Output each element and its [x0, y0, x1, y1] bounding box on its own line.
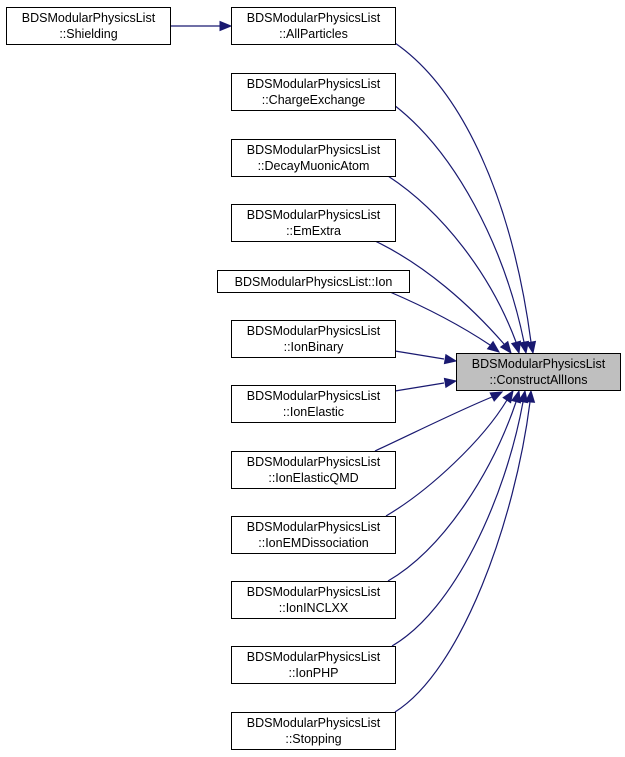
edge-decaymuonicatom-to-constructallions [387, 175, 522, 355]
edge-line [374, 240, 505, 345]
arrowhead-icon [525, 340, 537, 355]
edge-shielding-to-allparticles [170, 20, 233, 32]
node-box [231, 7, 396, 45]
node-label-class: BDSModularPhysicsList [247, 716, 381, 730]
node-ion[interactable]: BDSModularPhysicsList::Ion [217, 270, 410, 293]
node-label-method: ::AllParticles [279, 27, 348, 41]
arrowhead-icon [443, 353, 458, 365]
edge-ionphp-to-constructallions [391, 389, 529, 647]
node-ionelasticqmd[interactable]: BDSModularPhysicsList::IonElasticQMD [231, 451, 396, 489]
node-allparticles[interactable]: BDSModularPhysicsList::AllParticles [231, 7, 396, 45]
node-ionelastic[interactable]: BDSModularPhysicsList::IonElastic [231, 385, 396, 423]
node-label-method: ::IonINCLXX [279, 601, 349, 615]
edge-line [387, 175, 517, 343]
edge-ioninclxx-to-constructallions [387, 389, 522, 582]
node-ionemdissociation[interactable]: BDSModularPhysicsList::IonEMDissociation [231, 516, 396, 554]
node-emextra[interactable]: BDSModularPhysicsList::EmExtra [231, 204, 396, 242]
node-box [231, 204, 396, 242]
arrowhead-icon [510, 389, 522, 404]
node-label: BDSModularPhysicsList::Ion [235, 275, 393, 289]
edge-chargeexchange-to-constructallions [393, 104, 530, 355]
node-box [231, 451, 396, 489]
node-box [231, 385, 396, 423]
node-label-class: BDSModularPhysicsList [247, 455, 381, 469]
node-label-class: BDSModularPhysicsList [247, 324, 381, 338]
edge-ion-to-constructallions [389, 291, 501, 353]
nodes-layer: BDSModularPhysicsList::ShieldingBDSModul… [6, 7, 621, 750]
edge-line [391, 401, 524, 647]
node-label-method: ::IonElasticQMD [268, 471, 358, 485]
edge-stopping-to-constructallions [394, 389, 536, 713]
node-box [231, 646, 396, 684]
node-box [217, 270, 410, 293]
edge-allparticles-to-constructallions [394, 42, 537, 355]
edge-ionelastic-to-constructallions [394, 377, 458, 392]
node-box [231, 320, 396, 358]
node-stopping[interactable]: BDSModularPhysicsList::Stopping [231, 712, 396, 750]
node-label-method: ::IonElastic [283, 405, 344, 419]
edge-line [394, 401, 531, 713]
node-label-method: ::ConstructAllIons [490, 373, 588, 387]
edge-ionemdissociation-to-constructallions [385, 389, 514, 517]
node-decaymuonicatom[interactable]: BDSModularPhysicsList::DecayMuonicAtom [231, 139, 396, 177]
node-ionphp[interactable]: BDSModularPhysicsList::IonPHP [231, 646, 396, 684]
edge-line [389, 291, 491, 346]
arrowhead-icon [524, 389, 536, 403]
node-ioninclxx[interactable]: BDSModularPhysicsList::IonINCLXX [231, 581, 396, 619]
node-shielding[interactable]: BDSModularPhysicsList::Shielding [6, 7, 171, 45]
node-box [231, 712, 396, 750]
edge-ionbinary-to-constructallions [394, 350, 458, 365]
node-box [231, 581, 396, 619]
arrowhead-icon [510, 340, 522, 355]
edge-line [393, 104, 525, 343]
arrowhead-icon [502, 389, 514, 404]
arrowhead-icon [517, 389, 529, 404]
arrowhead-icon [489, 391, 504, 402]
node-chargeexchange[interactable]: BDSModularPhysicsList::ChargeExchange [231, 73, 396, 111]
node-label-method: ::Stopping [285, 732, 341, 746]
node-label-method: ::EmExtra [286, 224, 341, 238]
node-label-method: ::IonBinary [284, 340, 345, 354]
node-label-class: BDSModularPhysicsList [247, 77, 381, 91]
edge-ionelasticqmd-to-constructallions [374, 391, 504, 452]
node-label-method: ::ChargeExchange [262, 93, 366, 107]
node-label-class: BDSModularPhysicsList [247, 143, 381, 157]
node-label-class: BDSModularPhysicsList [247, 208, 381, 222]
node-label-method: ::Shielding [59, 27, 117, 41]
node-label-class: BDSModularPhysicsList [247, 585, 381, 599]
node-box [6, 7, 171, 45]
node-label-method: ::DecayMuonicAtom [258, 159, 370, 173]
node-label-class: BDSModularPhysicsList [247, 520, 381, 534]
node-label-class: BDSModularPhysicsList [472, 357, 606, 371]
arrowhead-icon [499, 340, 512, 355]
arrowhead-icon [486, 340, 501, 353]
node-box [231, 73, 396, 111]
edge-emextra-to-constructallions [374, 240, 512, 355]
edge-line [385, 399, 508, 517]
edge-line [394, 42, 532, 343]
arrowhead-icon [443, 377, 458, 389]
edge-line [387, 401, 517, 582]
edge-line [394, 350, 445, 360]
node-label-class: BDSModularPhysicsList [247, 389, 381, 403]
node-box [231, 516, 396, 554]
node-box [231, 139, 396, 177]
arrowhead-icon [518, 340, 530, 355]
edge-line [394, 382, 445, 392]
node-box [456, 353, 621, 391]
node-constructallions[interactable]: BDSModularPhysicsList::ConstructAllIons [456, 353, 621, 391]
edge-line [374, 396, 493, 452]
node-ionbinary[interactable]: BDSModularPhysicsList::IonBinary [231, 320, 396, 358]
node-label-class: BDSModularPhysicsList [22, 11, 156, 25]
edges-layer [170, 20, 537, 713]
arrowhead-icon [219, 20, 233, 32]
node-label-method: ::IonEMDissociation [258, 536, 369, 550]
node-label-method: ::IonPHP [288, 666, 338, 680]
node-label-class: BDSModularPhysicsList [247, 11, 381, 25]
node-label-class: BDSModularPhysicsList [247, 650, 381, 664]
